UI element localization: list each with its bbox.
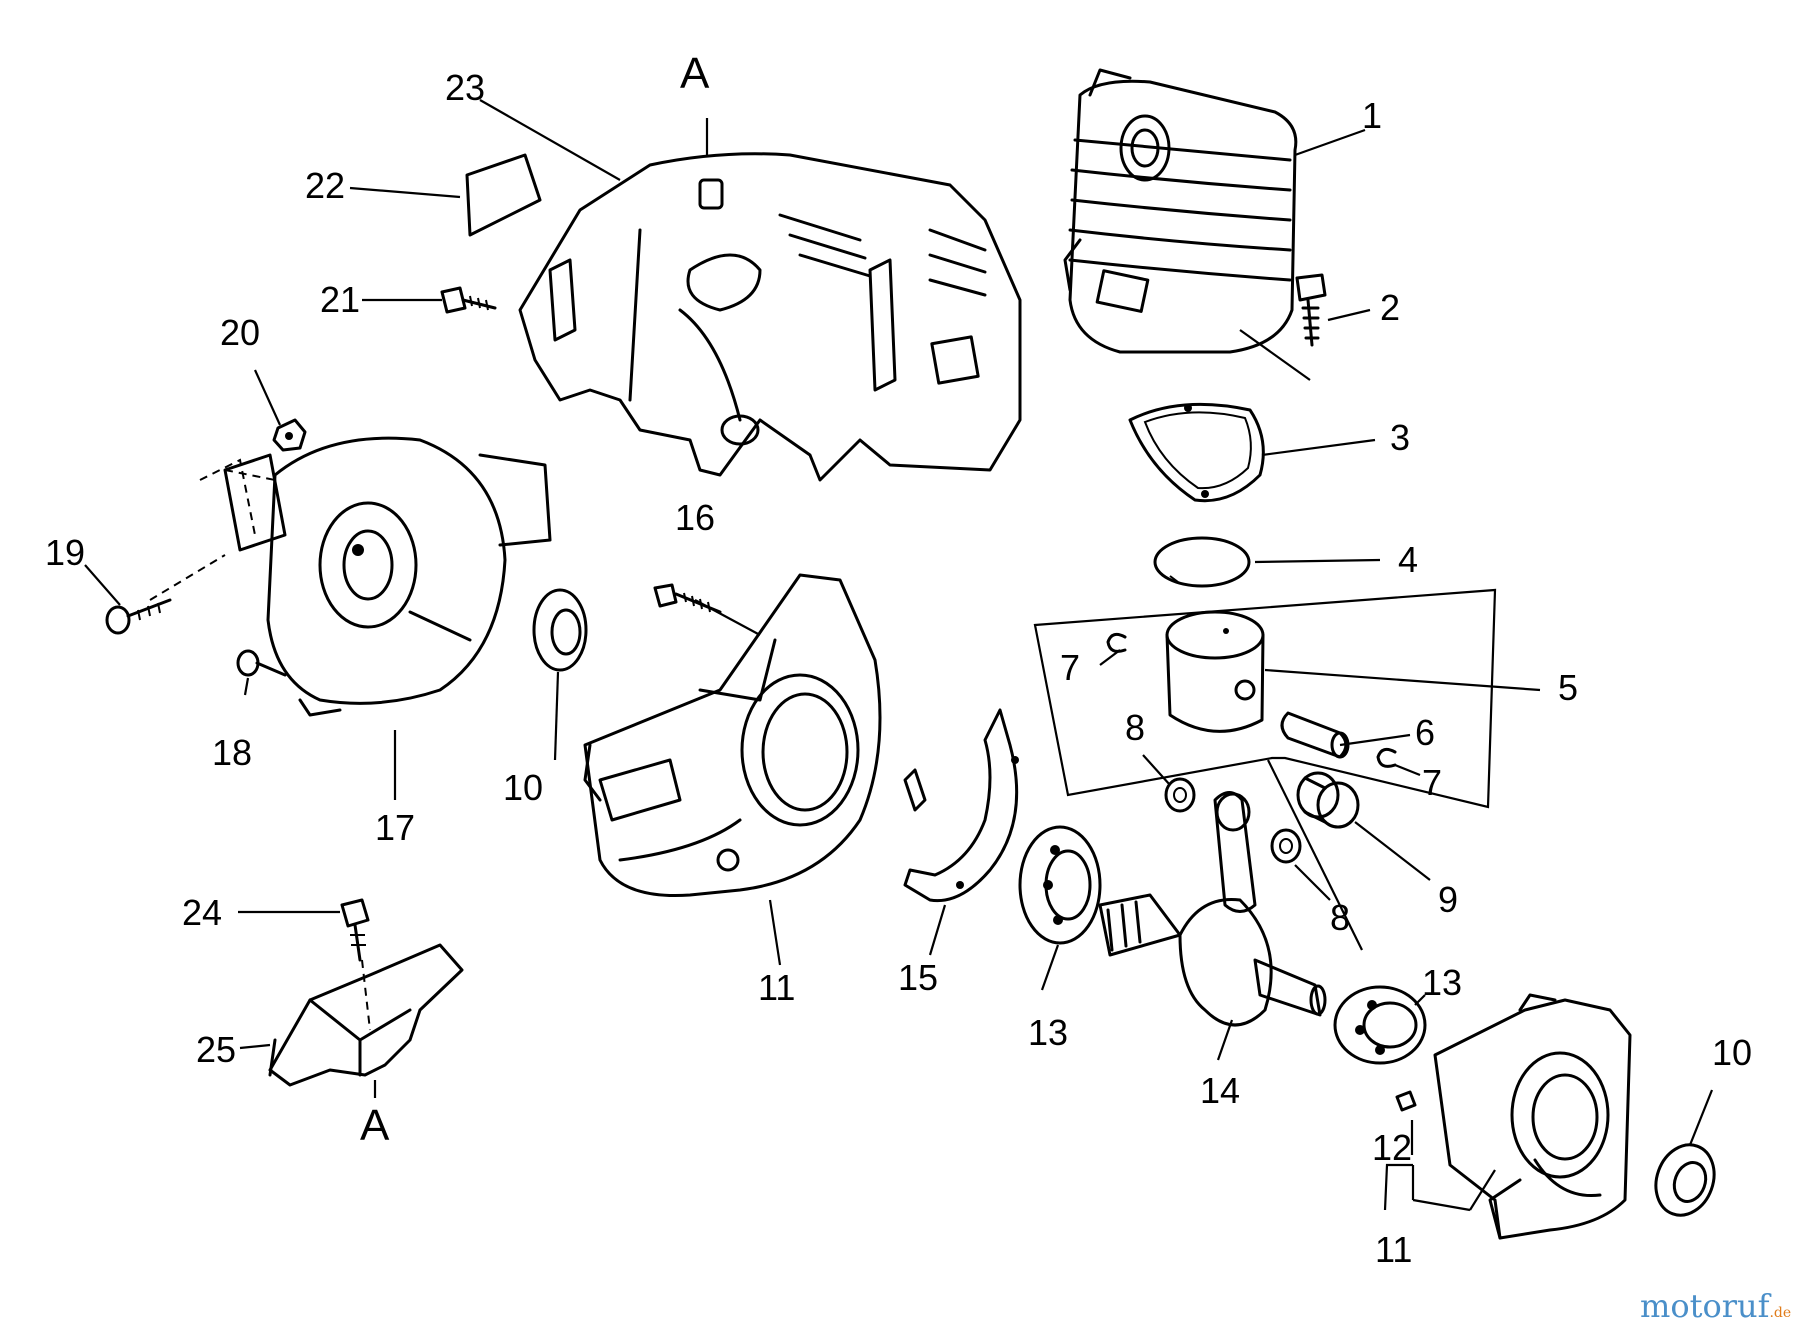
callout-3: 3 — [1390, 417, 1410, 458]
part-screw — [340, 898, 370, 962]
part-crankcase-right — [1433, 993, 1632, 1240]
part-piston — [1165, 610, 1265, 733]
callout-23: 23 — [445, 67, 485, 108]
part-dowel-pin — [1395, 1090, 1417, 1112]
callout-5: 5 — [1558, 667, 1578, 708]
callout-25: 25 — [196, 1029, 236, 1070]
part-needle-bearing — [1296, 771, 1360, 829]
part-oil-seal — [532, 588, 588, 672]
conrod-bracket — [1267, 759, 1363, 951]
callout-15: 15 — [898, 957, 938, 998]
callout-18: 18 — [212, 732, 252, 773]
callout-14: 14 — [1200, 1070, 1240, 1111]
callout-10a: 10 — [503, 767, 543, 808]
part-label-plate — [465, 153, 542, 237]
part-fan-housing — [223, 436, 552, 717]
part-top-cover — [518, 152, 1022, 482]
assembly-lines — [149, 458, 371, 1031]
watermark-brand: motoruf — [1640, 1287, 1772, 1325]
part-bolt — [1295, 273, 1327, 347]
piston-group-bracket — [1033, 588, 1497, 809]
callout-4: 4 — [1398, 539, 1418, 580]
part-crankcase-gasket — [903, 708, 1019, 903]
callout-20: 20 — [220, 312, 260, 353]
part-screw — [440, 286, 497, 314]
callout-7a: 7 — [1060, 647, 1080, 688]
callout-16: 16 — [675, 497, 715, 538]
callout-2: 2 — [1380, 287, 1400, 328]
callout-13b: 13 — [1422, 962, 1462, 1003]
callout-21: 21 — [320, 279, 360, 320]
callout-11b: 11 — [1375, 1229, 1412, 1270]
part-nut — [272, 418, 307, 452]
callout-22: 22 — [305, 165, 345, 206]
callout-8b: 8 — [1330, 897, 1350, 938]
part-circlip — [1106, 632, 1397, 768]
leader-lines — [84, 99, 1714, 1212]
callout-13a: 13 — [1028, 1012, 1068, 1053]
part-washer — [1164, 777, 1302, 864]
part-screw — [105, 598, 172, 635]
callout-6: 6 — [1415, 712, 1435, 753]
part-piston-ring — [1153, 536, 1251, 588]
section-label-bottom: A — [360, 1101, 390, 1150]
part-screw — [236, 649, 287, 677]
callout-24: 24 — [182, 892, 222, 933]
callout-10b: 10 — [1712, 1032, 1752, 1073]
callout-19: 19 — [45, 532, 85, 573]
part-gasket — [1128, 402, 1265, 503]
callout-7b: 7 — [1422, 762, 1442, 803]
part-cylinder — [1063, 68, 1298, 354]
section-label-top: A — [680, 49, 710, 98]
callout-17: 17 — [375, 807, 415, 848]
part-crankshaft — [1098, 791, 1327, 1027]
part-piston-pin — [1280, 711, 1350, 759]
callout-9: 9 — [1438, 879, 1458, 920]
callout-8a: 8 — [1125, 707, 1145, 748]
svg-text:motoruf.de: motoruf.de — [1640, 1287, 1791, 1325]
callout-11a: 11 — [758, 967, 795, 1008]
part-oil-seal — [1654, 1143, 1716, 1217]
callout-1: 1 — [1362, 95, 1382, 136]
watermark-suffix: .de — [1769, 1305, 1791, 1321]
part-muffler-cover — [268, 943, 464, 1087]
callout-12: 12 — [1372, 1127, 1412, 1168]
watermark-logo: motoruf.de — [1640, 1287, 1791, 1325]
part-ball-bearing — [1018, 825, 1427, 1065]
part-crankcase-left — [583, 573, 882, 898]
callout-labels: A A 1 2 3 4 5 6 7 7 8 8 9 10 10 11 11 12… — [45, 49, 1752, 1270]
